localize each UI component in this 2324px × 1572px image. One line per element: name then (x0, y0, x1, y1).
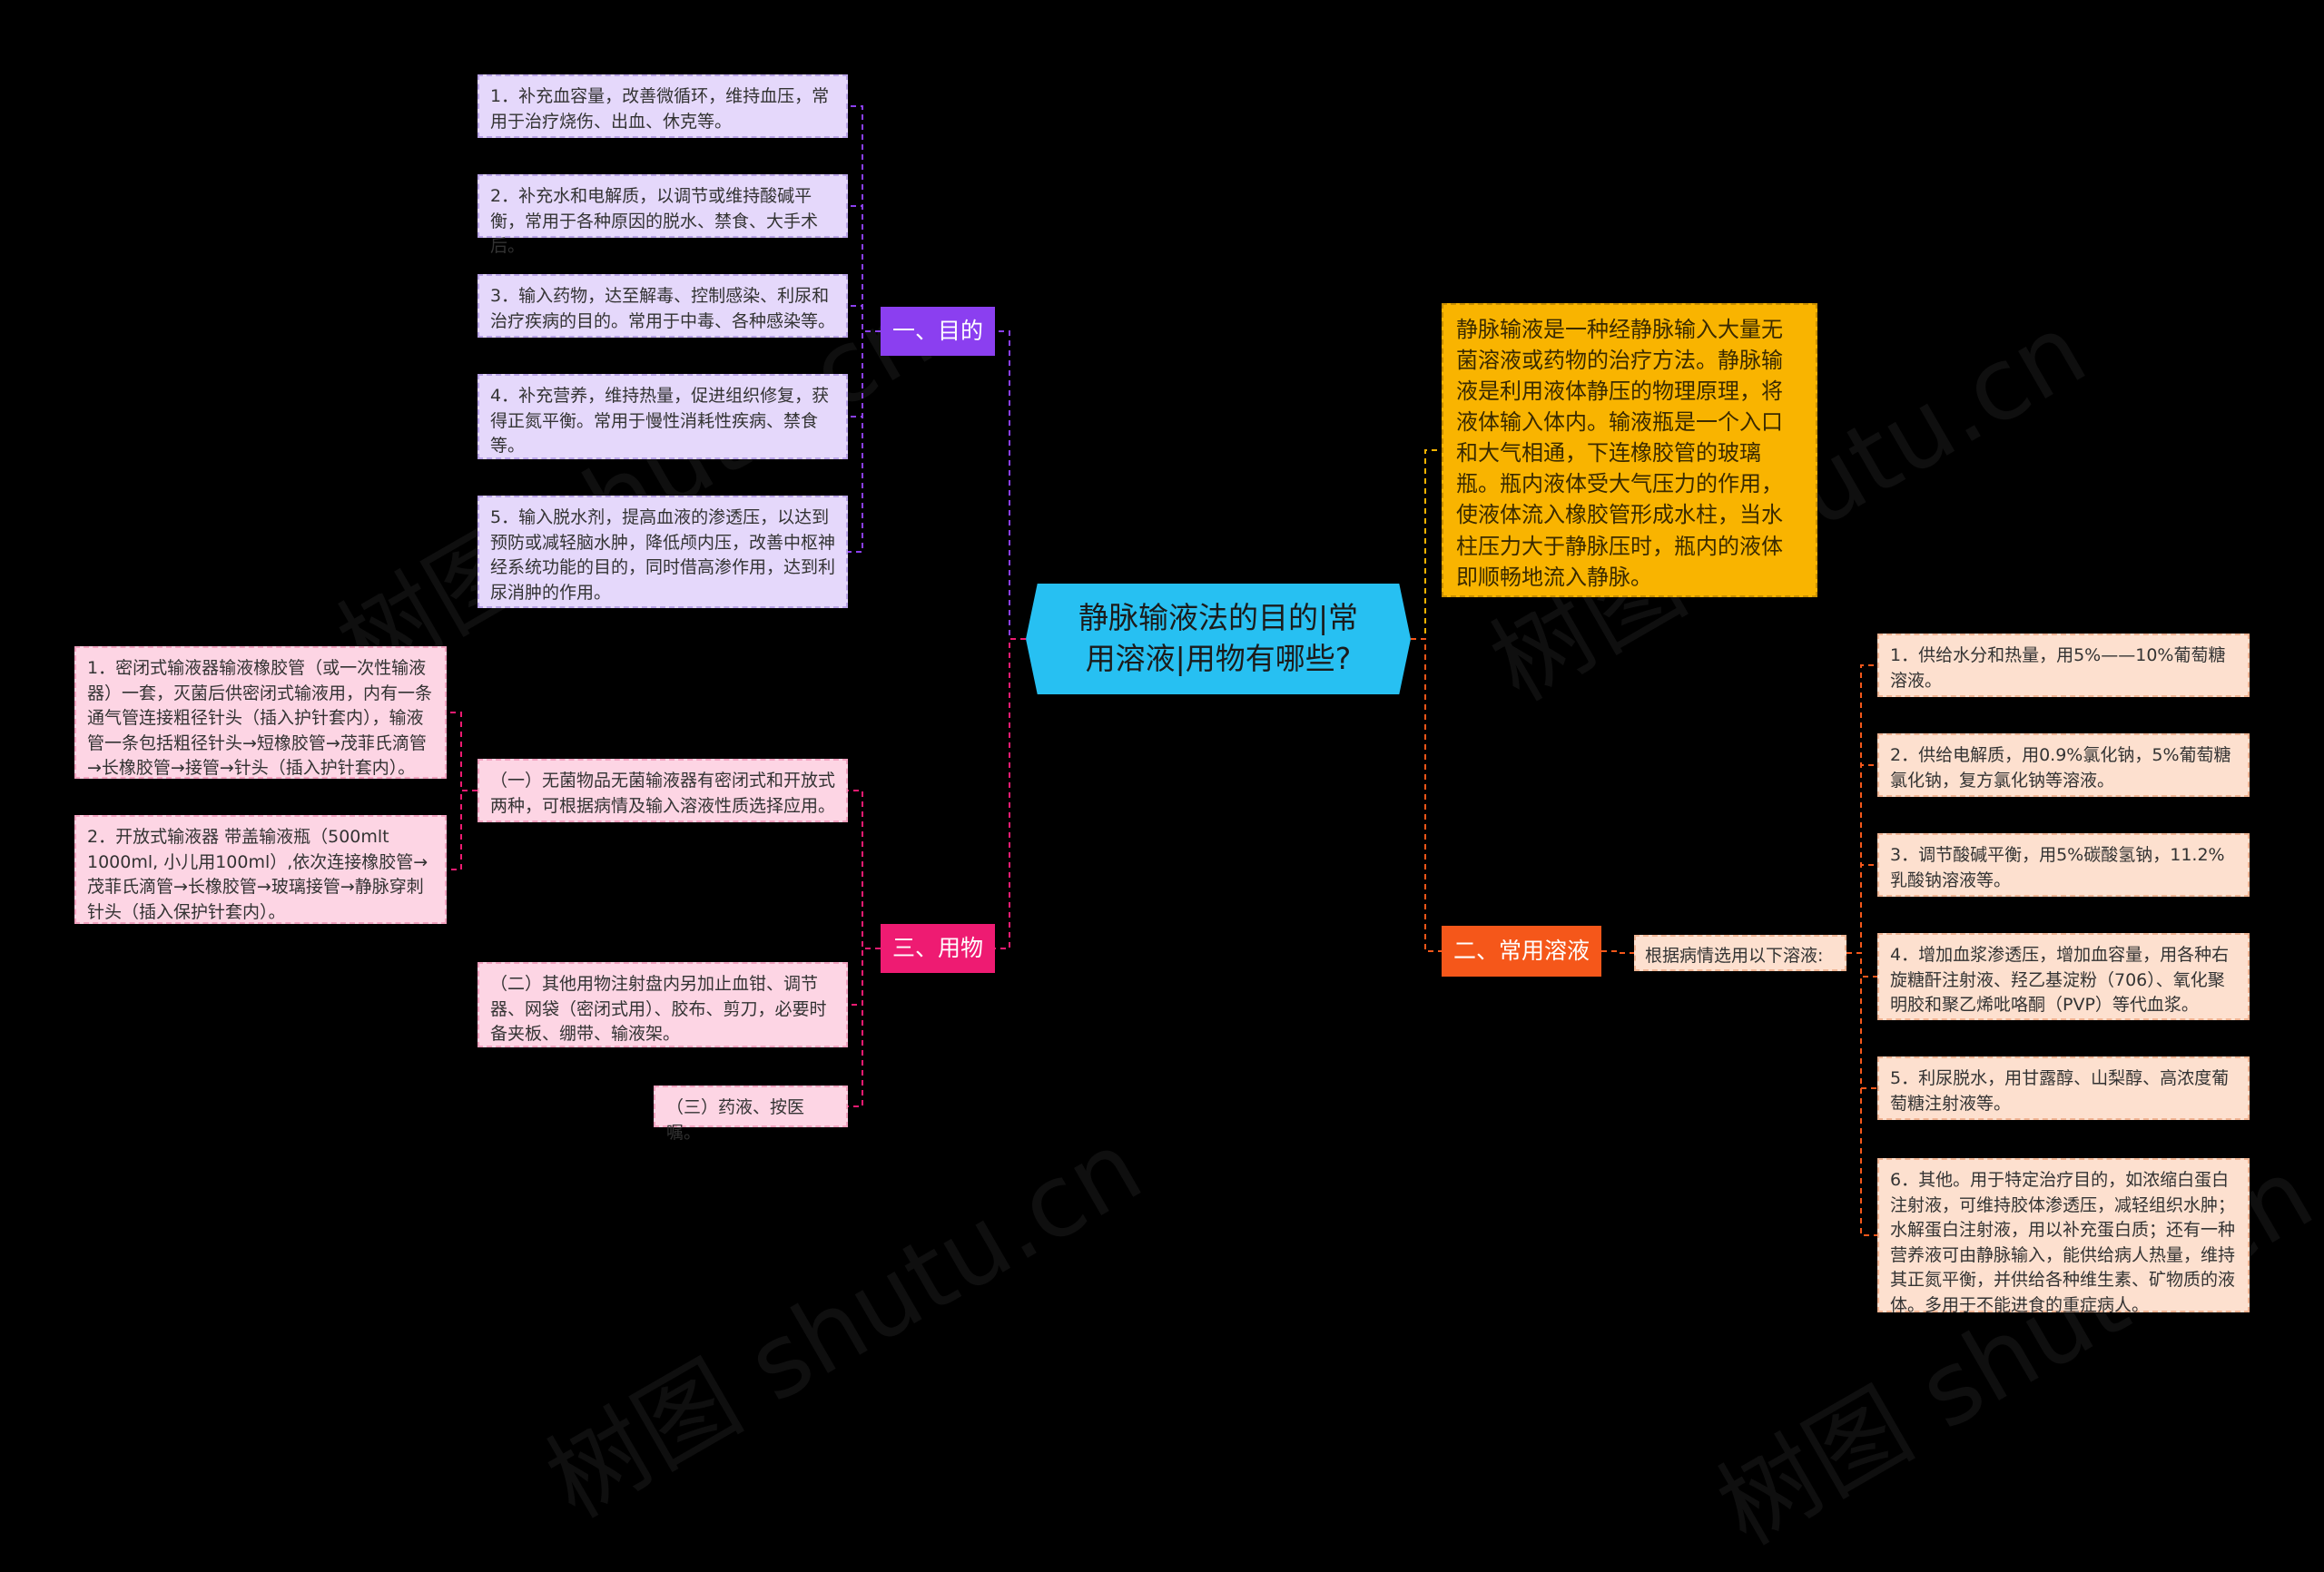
connector-line (995, 638, 1026, 949)
branch-solutions-label: 二、常用溶液 (1452, 937, 1590, 964)
root-topic[interactable]: 静脉输液法的目的|常用溶液|用物有哪些? (1026, 584, 1411, 694)
connector-line (1846, 764, 1877, 954)
purpose-item-text: 1．补充血容量，改善微循环，维持血压，常用于治疗烧伤、出血、休克等。 (490, 86, 830, 132)
purpose-item[interactable]: 2．补充水和电解质，以调节或维持酸碱平衡，常用于各种原因的脱水、禁食、大手术后。 (478, 174, 848, 256)
connector-line (848, 105, 881, 332)
solutions-intro[interactable]: 根据病情选用以下溶液: (1634, 935, 1846, 971)
solution-item-text: 2．供给电解质，用0.9%氯化钠，5%葡萄糖氯化钠，复方氯化钠等溶液。 (1890, 745, 2231, 791)
solution-item[interactable]: 1．供给水分和热量，用5%——10%葡萄糖溶液。 (1877, 634, 2250, 697)
supplies-item[interactable]: （二）其他用物注射盘内另加止血钳、调节器、网袋（密闭式用）、胶布、剪刀，必要时备… (478, 962, 848, 1047)
branch-solutions[interactable]: 二、常用溶液 (1442, 926, 1601, 977)
connector-line (447, 790, 478, 870)
purpose-item[interactable]: 3．输入药物，达至解毒、控制感染、利尿和治疗疾病的目的。常用于中毒、各种感染等。 (478, 274, 848, 338)
connector-line (995, 330, 1026, 640)
connector-lines (447, 105, 1877, 1236)
connector-line (447, 712, 478, 791)
supplies-subitem[interactable]: 1．密闭式输液器输液橡胶管（或一次性输液器）一套，灭菌后供密闭式输液用，内有一条… (74, 646, 447, 779)
supplies-item[interactable]: （三）药液、按医嘱。 (654, 1086, 848, 1143)
branch-purpose[interactable]: 一、目的 (881, 307, 995, 356)
connector-line (848, 948, 881, 1006)
purpose-item[interactable]: 1．补充血容量，改善微循环，维持血压，常用于治疗烧伤、出血、休克等。 (478, 74, 848, 138)
connector-line (848, 330, 881, 553)
solution-item-text: 6．其他。用于特定治疗目的，如浓缩白蛋白注射液，可维持胶体渗透压，减轻组织水肿；… (1890, 1170, 2236, 1315)
solution-item[interactable]: 6．其他。用于特定治疗目的，如浓缩白蛋白注射液，可维持胶体渗透压，减轻组织水肿；… (1877, 1158, 2250, 1315)
solution-item-text: 4．增加血浆渗透压，增加血容量，用各种右旋糖酐注射液、羟乙基淀粉（706）、氧化… (1890, 945, 2230, 1016)
mindmap-canvas: 树图 shutu.cn 树图 shutu.cn 树图 shutu.cn 树图 s… (74, 74, 2324, 1567)
connector-line (1601, 950, 1634, 954)
solution-item-text: 1．供给水分和热量，用5%——10%葡萄糖溶液。 (1890, 645, 2226, 691)
connector-line (848, 790, 881, 949)
purpose-item[interactable]: 4．补充营养，维持热量，促进组织修复，获得正氮平衡。常用于慢性消耗性疾病、禁食等… (478, 374, 848, 459)
solution-item[interactable]: 3．调节酸碱平衡，用5%碳酸氢钠，11.2%乳酸钠溶液等。 (1877, 833, 2250, 897)
purpose-item-text: 5．输入脱水剂，提高血液的渗透压，以达到预防或减轻脑水肿，降低颅内压，改善中枢神… (490, 507, 836, 603)
supplies-subitem-text: 1．密闭式输液器输液橡胶管（或一次性输液器）一套，灭菌后供密闭式输液用，内有一条… (87, 658, 433, 779)
connector-line (1411, 449, 1442, 640)
supplies-item-text: （一）无菌物品无菌输液器有密闭式和开放式两种，可根据病情及输入溶液性质选择应用。 (490, 771, 836, 816)
branch-supplies-label: 三、用物 (891, 934, 983, 961)
description-card[interactable]: 静脉输液是一种经静脉输入大量无菌溶液或药物的治疗方法。静脉输液是利用液体静压的物… (1442, 303, 1817, 597)
solution-item-text: 3．调节酸碱平衡，用5%碳酸氢钠，11.2%乳酸钠溶液等。 (1890, 845, 2225, 890)
connector-line (848, 205, 881, 332)
supplies-item[interactable]: （一）无菌物品无菌输液器有密闭式和开放式两种，可根据病情及输入溶液性质选择应用。 (478, 759, 848, 822)
supplies-subitem[interactable]: 2．开放式输液器 带盖输液瓶（500mlt 1000ml, 小儿用100ml）,… (74, 815, 447, 924)
purpose-item[interactable]: 5．输入脱水剂，提高血液的渗透压，以达到预防或减轻脑水肿，降低颅内压，改善中枢神… (478, 496, 848, 608)
supplies-item-text: （三）药液、按医嘱。 (666, 1097, 805, 1143)
connector-line (848, 948, 881, 1107)
connector-line (1846, 864, 1877, 954)
purpose-item-text: 2．补充水和电解质，以调节或维持酸碱平衡，常用于各种原因的脱水、禁食、大手术后。 (490, 186, 819, 257)
connector-line (1411, 638, 1442, 952)
purpose-item-text: 3．输入药物，达至解毒、控制感染、利尿和治疗疾病的目的。常用于中毒、各种感染等。 (490, 286, 836, 331)
connector-line (1846, 952, 1877, 1236)
connector-line (848, 305, 881, 332)
solution-item[interactable]: 5．利尿脱水，用甘露醇、山梨醇、高浓度葡萄糖注射液等。 (1877, 1056, 2250, 1120)
supplies-item-text: （二）其他用物注射盘内另加止血钳、调节器、网袋（密闭式用）、胶布、剪刀，必要时备… (490, 974, 827, 1045)
purpose-item-text: 4．补充营养，维持热量，促进组织修复，获得正氮平衡。常用于慢性消耗性疾病、禁食等… (490, 386, 830, 457)
connector-line (848, 330, 881, 418)
supplies-subitem-text: 2．开放式输液器 带盖输液瓶（500mlt 1000ml, 小儿用100ml）,… (87, 827, 428, 922)
branch-purpose-label: 一、目的 (891, 317, 983, 344)
connector-line (1846, 664, 1877, 954)
solution-item[interactable]: 2．供给电解质，用0.9%氯化钠，5%葡萄糖氯化钠，复方氯化钠等溶液。 (1877, 733, 2250, 797)
description-text: 静脉输液是一种经静脉输入大量无菌溶液或药物的治疗方法。静脉输液是利用液体静压的物… (1456, 317, 1783, 590)
solutions-intro-text: 根据病情选用以下溶液: (1645, 946, 1824, 966)
solution-item-text: 5．利尿脱水，用甘露醇、山梨醇、高浓度葡萄糖注射液等。 (1890, 1068, 2230, 1114)
branch-supplies[interactable]: 三、用物 (881, 924, 995, 973)
solution-item[interactable]: 4．增加血浆渗透压，增加血容量，用各种右旋糖酐注射液、羟乙基淀粉（706）、氧化… (1877, 933, 2250, 1020)
root-title: 静脉输液法的目的|常用溶液|用物有哪些? (1078, 600, 1359, 676)
